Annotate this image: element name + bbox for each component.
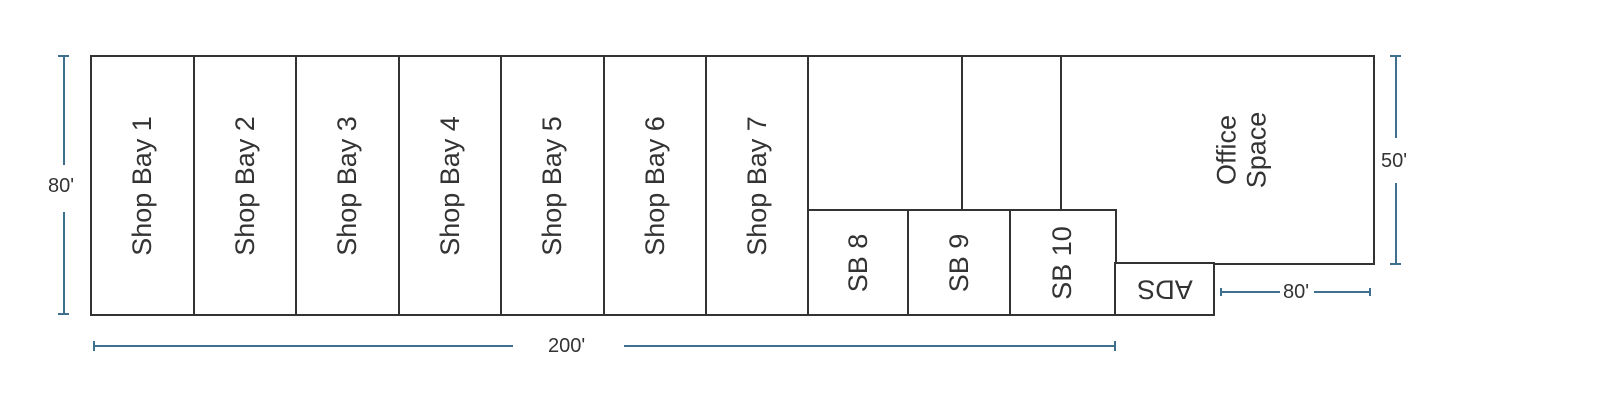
room-shop-bay-5: Shop Bay 5 [500,55,606,316]
room-shop-bay-2: Shop Bay 2 [193,55,298,316]
room-sb-8: SB 8 [807,209,910,316]
dimension-line-office-right [1314,291,1371,293]
room-label: Shop Bay 7 [741,115,772,256]
room-label: SB 10 [1047,225,1078,300]
room-shop-bay-7: Shop Bay 7 [705,55,810,316]
dimension-line-office-left [1220,291,1280,293]
room-sb-10: SB 10 [1009,209,1117,316]
dimension-tick [1390,263,1401,265]
room-label: SB 8 [842,233,873,292]
dimension-line-left-lower [63,212,65,314]
room-unlabeled-upper-2 [961,55,1063,212]
dimension-line-right-lower [1395,183,1397,264]
dimension-tick [1114,341,1116,351]
dimension-right-height: 50' [1381,150,1408,172]
room-label: Shop Bay 4 [434,115,465,256]
dimension-line-left-upper [63,55,65,165]
room-label: ADS [1136,274,1193,305]
room-label: SB 9 [943,233,974,292]
room-label: Shop Bay 2 [229,115,260,256]
room-unlabeled-upper-1 [807,55,964,212]
room-label: Shop Bay 5 [537,115,568,256]
room-label: Shop Bay 6 [639,115,670,256]
room-sb-9: SB 9 [907,209,1012,316]
dimension-left-height: 80' [48,175,75,197]
dimension-line-bottom-right [624,345,1116,347]
room-shop-bay-1: Shop Bay 1 [90,55,196,316]
room-label: Office Space [1211,111,1272,188]
room-label: Shop Bay 1 [127,115,158,256]
dimension-office-width: 80' [1283,281,1310,303]
room-ads: ADS [1114,262,1215,316]
dimension-line-right-upper [1395,55,1397,138]
dimension-bottom-width: 200' [548,335,586,357]
room-shop-bay-6: Shop Bay 6 [603,55,708,316]
dimension-tick [58,313,69,315]
dimension-line-bottom-left [93,345,513,347]
room-shop-bay-3: Shop Bay 3 [295,55,401,316]
room-label: Shop Bay 3 [332,115,363,256]
dimension-tick [1369,288,1371,296]
room-shop-bay-4: Shop Bay 4 [398,55,503,316]
